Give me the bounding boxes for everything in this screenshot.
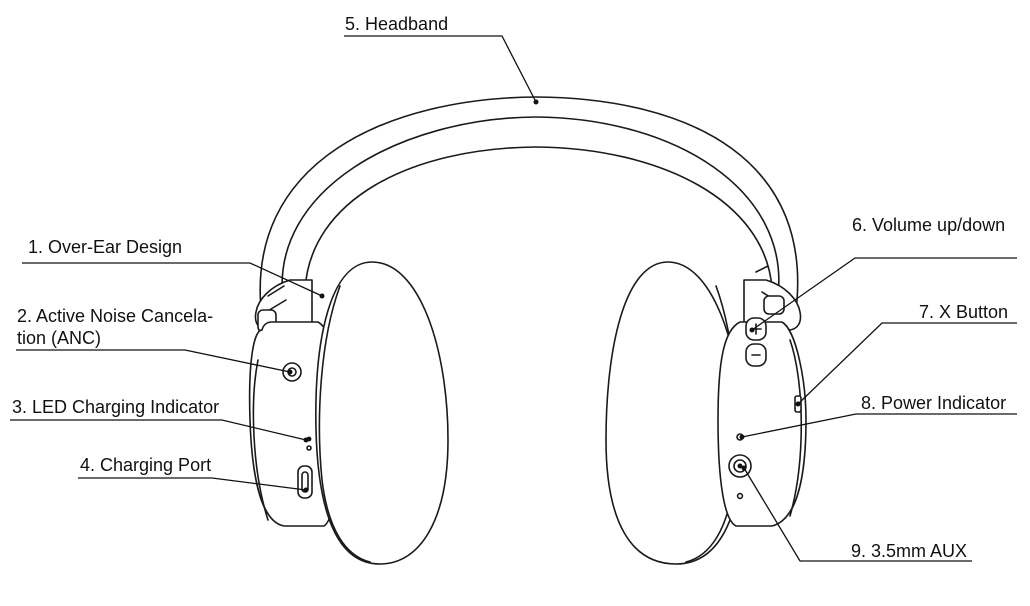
leader-power-indicator [741,413,1017,438]
leader-led [10,419,307,441]
leader-lines [10,35,1017,562]
right-ear-cup [717,317,807,527]
label-anc-line1: 2. Active Noise Cancela- [17,306,214,326]
label-charging-port: 4. Charging Port [80,455,212,475]
label-x-button: 7. X Button [919,302,1009,322]
label-aux: 9. 3.5mm AUX [851,541,968,561]
label-over-ear: 1. Over-Ear Design [28,237,183,257]
label-volume: 6. Volume up/down [852,215,1006,235]
left-ear-cushion [315,261,449,565]
leader-x-button [797,322,1017,405]
label-power-indicator: 8. Power Indicator [861,393,1007,413]
leader-headband [344,35,537,103]
leader-volume [751,257,1017,331]
label-anc-line2: tion (ANC) [17,328,102,348]
leader-aux [743,467,972,562]
label-headband: 5. Headband [345,14,449,34]
label-led-charging: 3. LED Charging Indicator [12,397,220,417]
leader-over-ear [22,262,323,297]
leader-charging-port [78,477,307,491]
leader-anc [16,349,291,373]
